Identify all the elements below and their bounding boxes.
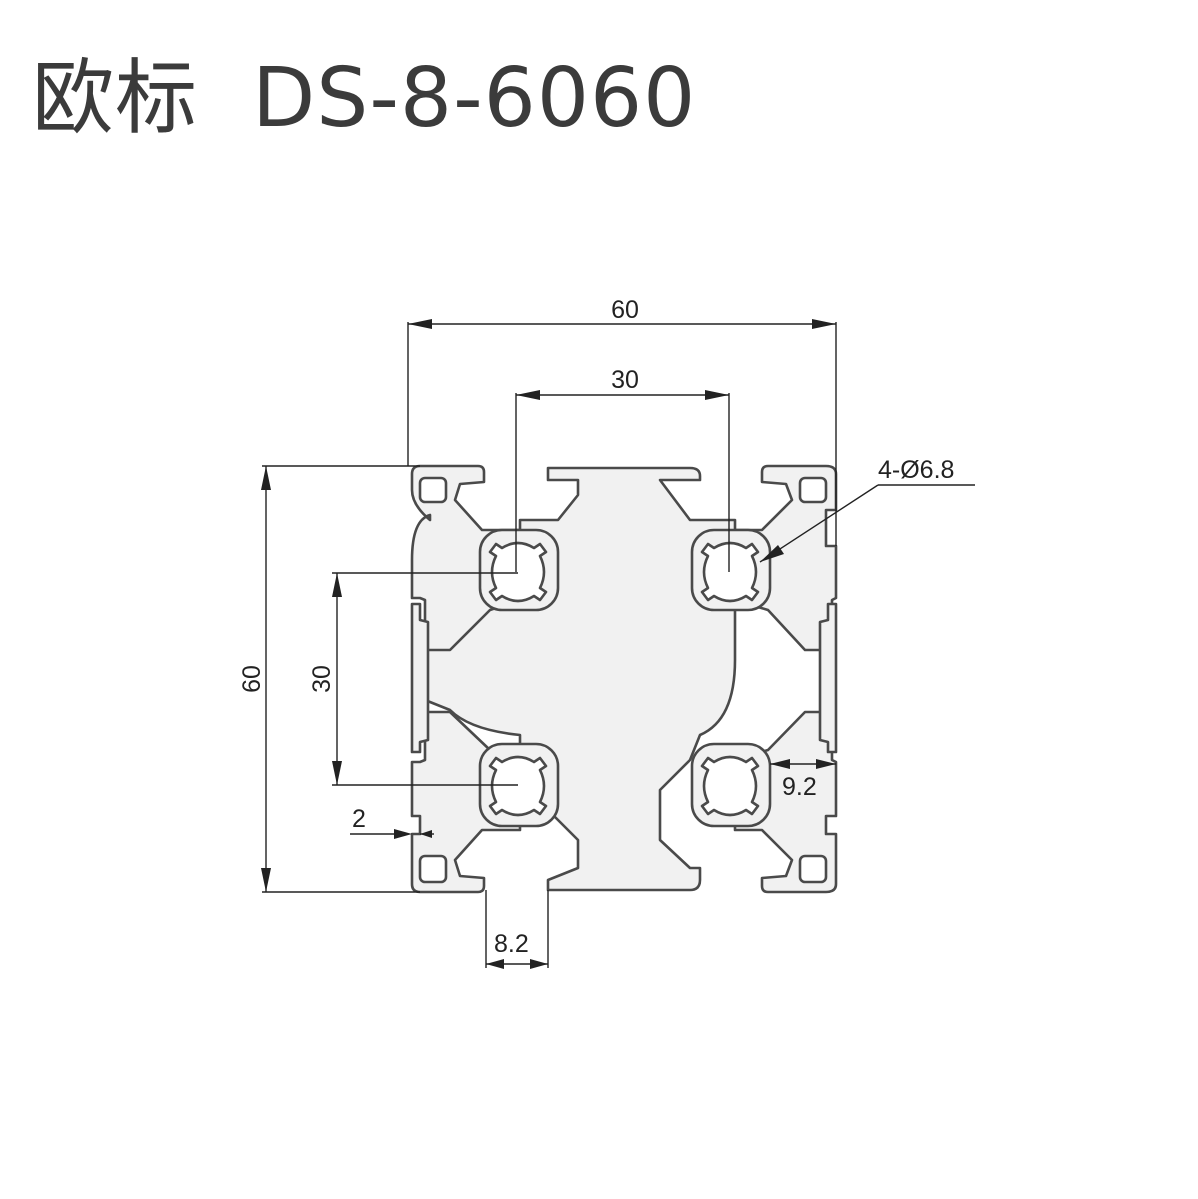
central-cross [423, 466, 737, 892]
corner-hole-bottom-right [798, 854, 828, 884]
center-hole-top-right [690, 528, 772, 612]
corner-hole-top-right [798, 476, 828, 504]
dim-slot-width: 8.2 [494, 930, 529, 958]
dim-width-overall: 60 [611, 296, 639, 324]
dim-height-overall: 60 [238, 665, 266, 693]
center-hole-bottom-right [690, 742, 772, 828]
dimension-lines [261, 319, 975, 969]
dim-hole-callout: 4-Ø6.8 [878, 456, 954, 484]
corner-hole-bottom-left [418, 854, 448, 884]
flange-left [410, 602, 430, 754]
aluminum-profile [410, 464, 838, 894]
dim-height-center: 30 [308, 665, 336, 693]
page-title: 欧标 DS-8-6060 [32, 51, 697, 146]
center-hole-bottom-left [478, 742, 560, 828]
dim-width-center: 30 [611, 366, 639, 394]
dim-slot-depth: 9.2 [782, 773, 817, 801]
dim-wall-thickness: 2 [352, 805, 366, 833]
dimension-labels: 60 30 60 30 4-Ø6.8 9.2 2 8.2 [238, 296, 954, 958]
center-hole-top-left [478, 528, 560, 612]
flange-right [818, 602, 838, 754]
corner-hole-top-left [418, 476, 448, 504]
